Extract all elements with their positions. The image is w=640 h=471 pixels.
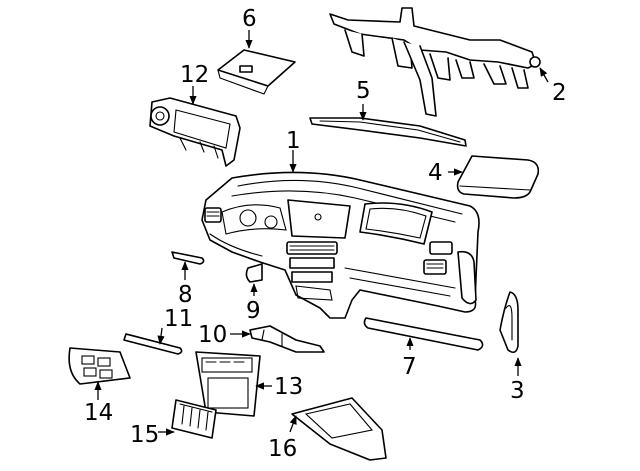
callout-8: 8 xyxy=(178,282,193,308)
callout-16: 16 xyxy=(268,436,297,462)
callout-11: 11 xyxy=(164,306,193,332)
callout-10: 10 xyxy=(198,322,227,348)
callout-2: 2 xyxy=(552,80,567,106)
glove-box-bin xyxy=(291,397,387,461)
trim-strip xyxy=(123,333,183,355)
bracket xyxy=(249,325,325,353)
switch-panel xyxy=(68,347,131,385)
end-panel xyxy=(499,291,519,354)
callout-7: 7 xyxy=(402,354,417,380)
callout-13: 13 xyxy=(274,374,303,400)
instrument-cluster xyxy=(149,97,241,167)
callout-4: 4 xyxy=(428,160,443,186)
clip xyxy=(245,263,263,283)
top-cover xyxy=(217,49,296,95)
center-bezel xyxy=(195,351,261,417)
callout-6: 6 xyxy=(242,6,257,32)
cup-holder xyxy=(171,399,217,439)
defroster-grille xyxy=(309,117,467,147)
callout-5: 5 xyxy=(356,78,371,104)
callout-12: 12 xyxy=(180,62,209,88)
cross-car-beam xyxy=(329,7,541,117)
small-trim-piece xyxy=(171,251,205,265)
callout-3: 3 xyxy=(510,378,525,404)
callout-1: 1 xyxy=(286,128,301,154)
callout-14: 14 xyxy=(84,400,113,426)
callout-9: 9 xyxy=(246,298,261,324)
storage-bin xyxy=(456,155,540,199)
instrument-panel xyxy=(201,171,480,319)
callout-15: 15 xyxy=(130,422,159,448)
lower-trim-strip xyxy=(363,317,484,351)
